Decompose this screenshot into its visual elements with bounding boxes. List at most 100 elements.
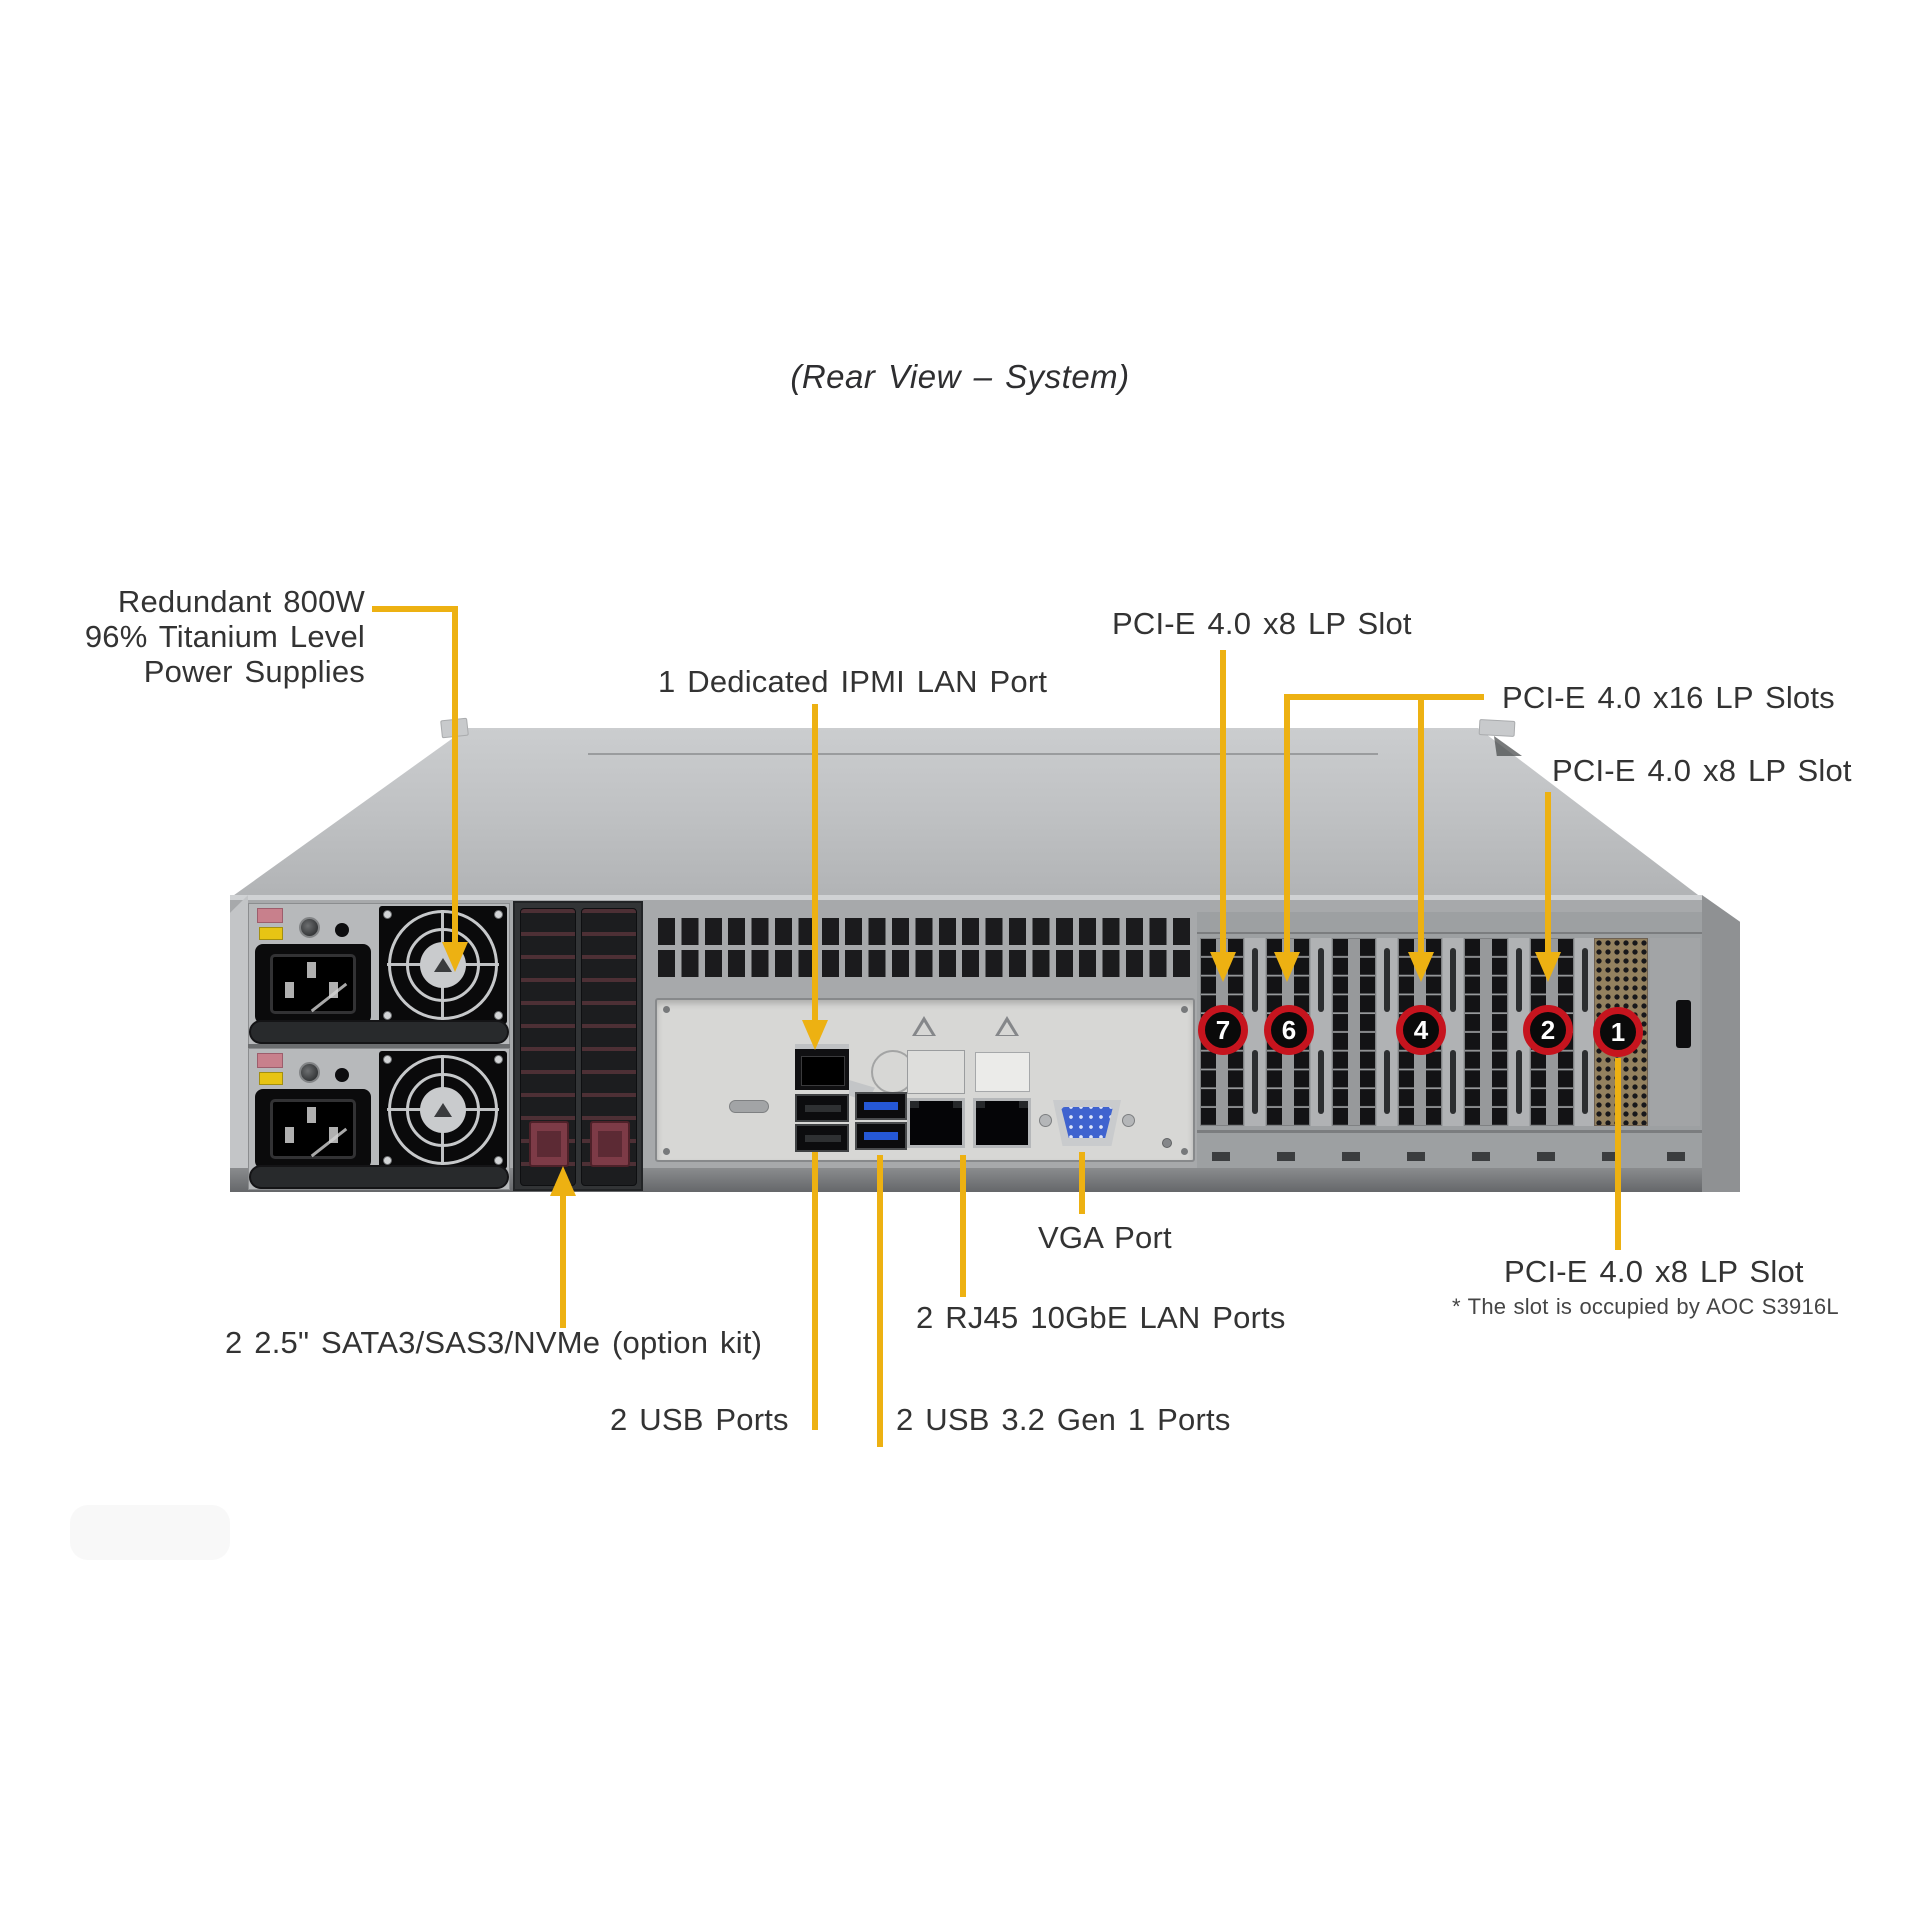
fan-screw (383, 1011, 392, 1020)
label-psu-line1: Redundant 800W (117, 584, 365, 619)
lan-module-face-right (975, 1052, 1030, 1092)
fan-logo-icon (434, 1103, 452, 1117)
rib-slit (1582, 948, 1588, 1012)
rail-screw-tab (1602, 1152, 1620, 1161)
vga-screw-nut (1039, 1114, 1052, 1127)
fan-screw (494, 1011, 503, 1020)
panel-screw (1162, 1138, 1172, 1148)
ac-inlet (255, 1089, 371, 1169)
usb3-port-bottom (855, 1122, 907, 1150)
psu-test-button (335, 1068, 349, 1082)
label-usb3: 2 USB 3.2 Gen 1 Ports (896, 1402, 1231, 1437)
rail-screw-tab (1537, 1152, 1555, 1161)
ipmi-lan-port (795, 1044, 849, 1090)
callout-line-x16 (1284, 694, 1484, 700)
callout-arrow-psu (442, 942, 468, 972)
label-sata: 2 2.5" SATA3/SAS3/NVMe (option kit) (225, 1325, 763, 1360)
usb2-port-bottom (795, 1124, 849, 1152)
rib-slit (1318, 948, 1324, 1012)
slot-rib (1575, 938, 1595, 1126)
callout-arrow-ipmi (802, 1020, 828, 1050)
watermark-smudge (70, 1505, 230, 1560)
callout-arrow-x8-right (1535, 952, 1561, 982)
slot-rib (1245, 938, 1265, 1126)
psu-yellow-tag (259, 1072, 283, 1085)
slot-badge-7: 7 (1198, 1005, 1248, 1055)
slot-badge-1: 1 (1593, 1007, 1643, 1057)
psu-warning-sticker (257, 1053, 283, 1068)
chassis-right-side (1702, 895, 1740, 1192)
rail-screw-tab (1407, 1152, 1425, 1161)
rib-slit (1516, 1050, 1522, 1114)
ac-inlet (255, 944, 371, 1024)
psu-divider (248, 1044, 510, 1048)
panel-screw (1181, 1148, 1188, 1155)
callout-line-psu (452, 606, 458, 942)
callout-line-rj45 (960, 1155, 966, 1297)
fan-hub (420, 1087, 466, 1133)
callout-line-slot1 (1615, 1058, 1621, 1250)
callout-line-x8-right (1545, 792, 1551, 952)
panel-slot-cutout (729, 1100, 769, 1113)
vga-connector (1061, 1107, 1113, 1138)
label-pcie-x8-top: PCI-E 4.0 x8 LP Slot (1112, 606, 1412, 641)
label-psu-line2: 96% Titanium Level (84, 619, 365, 654)
vga-port (1039, 1098, 1135, 1150)
slot-rib (1311, 938, 1331, 1126)
rail-screw-tab (1667, 1152, 1685, 1161)
psu-yellow-tag (259, 927, 283, 940)
label-psu-line3: Power Supplies (143, 654, 365, 689)
slot-area-end-panel (1650, 938, 1700, 1126)
slot-rib (1509, 938, 1529, 1126)
drive-tray (520, 908, 576, 1186)
psu-status-led (299, 1062, 320, 1083)
power-supply-bottom (248, 1048, 510, 1190)
callout-line-vga (1079, 1152, 1085, 1214)
diagram-title: (Rear View – System) (790, 358, 1130, 395)
fan-screw (383, 1156, 392, 1165)
rail-screw-tab (1212, 1152, 1230, 1161)
ac-pin (329, 1127, 338, 1143)
callout-line-psu (372, 606, 458, 612)
fan-screw (494, 1055, 503, 1064)
callout-line-usb2 (812, 1152, 818, 1430)
usb2-port-top (795, 1094, 849, 1122)
panel-screw (663, 1148, 670, 1155)
rib-slit (1450, 1050, 1456, 1114)
drive-tray (581, 908, 637, 1186)
label-pcie-x8-lower-right: PCI-E 4.0 x8 LP Slot (1504, 1254, 1804, 1289)
callout-line-x16 (1418, 694, 1424, 952)
lan-port-2 (973, 1098, 1031, 1148)
ac-pin (307, 962, 316, 978)
label-pcie-x16: PCI-E 4.0 x16 LP Slots (1502, 680, 1835, 715)
label-psu: Redundant 800W 96% Titanium Level Power … (40, 584, 365, 689)
label-vga: VGA Port (1038, 1220, 1172, 1255)
ac-pin (307, 1107, 316, 1123)
rib-slit (1384, 948, 1390, 1012)
fan-grille-ring (406, 1073, 480, 1147)
rib-slit (1252, 1050, 1258, 1114)
vent-holes-row (658, 950, 1195, 977)
fan-screw (494, 910, 503, 919)
rib-slit (1582, 1050, 1588, 1114)
slot-badge-2: 2 (1523, 1005, 1573, 1055)
fan-grille-ring (388, 910, 498, 1020)
fan-screw (383, 910, 392, 919)
fan-screw (383, 1055, 392, 1064)
panel-screw (1181, 1006, 1188, 1013)
label-usb2: 2 USB Ports (610, 1402, 789, 1437)
usb3-port-top (855, 1092, 907, 1120)
ac-pin (285, 982, 294, 998)
fan-grille-ring (406, 928, 480, 1002)
fan-screw (494, 1156, 503, 1165)
bracket-latch (1676, 1000, 1691, 1048)
psu-status-led (299, 917, 320, 938)
callout-arrow-drive-bays (550, 1166, 576, 1196)
psu-fan (379, 1051, 507, 1169)
rib-slit (1384, 1050, 1390, 1114)
ac-pin (329, 982, 338, 998)
rail-screw-tab (1472, 1152, 1490, 1161)
lid-tab-right (1478, 719, 1516, 737)
slot-rib (1443, 938, 1463, 1126)
callout-line-x16 (1284, 694, 1290, 952)
